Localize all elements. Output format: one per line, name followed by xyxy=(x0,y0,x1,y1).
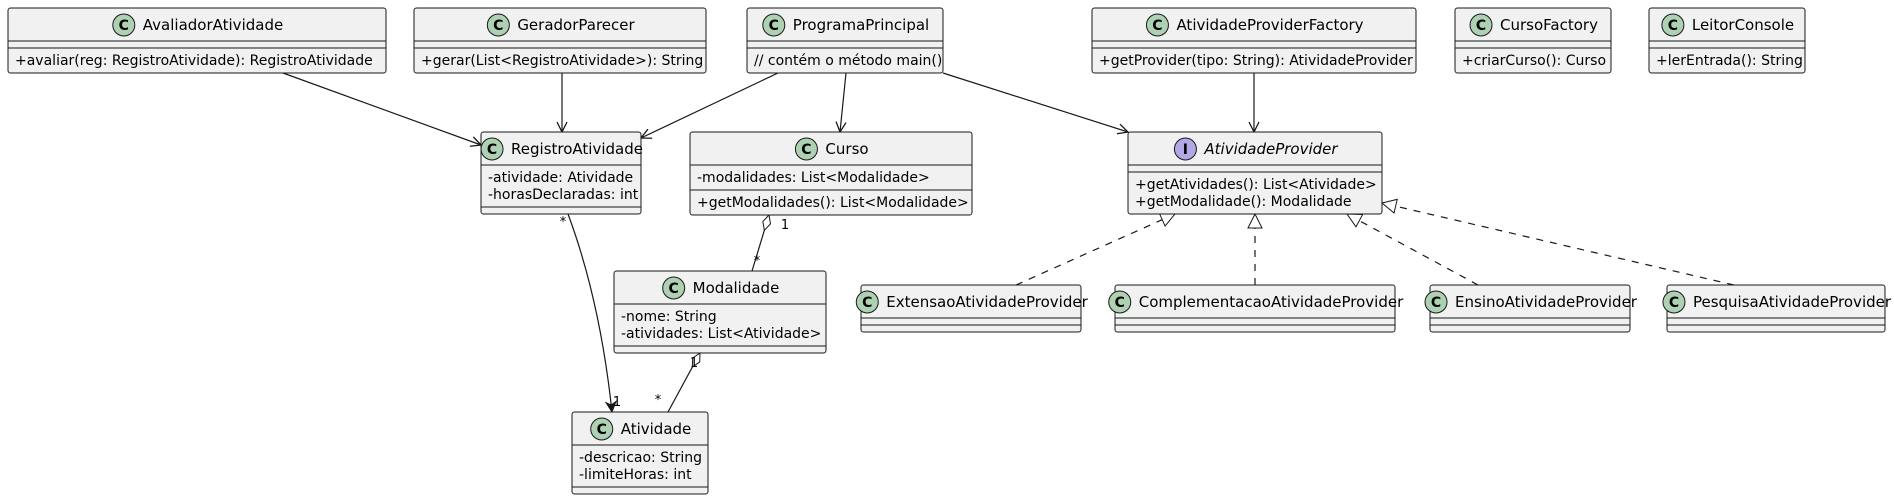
relation-realization xyxy=(1382,203,1735,286)
multiplicity-label: * xyxy=(754,254,761,269)
class-stereotype-icon xyxy=(662,276,686,300)
stereotype-letter: C xyxy=(862,295,872,311)
class-attribute: -limiteHoras: int xyxy=(579,467,692,483)
stereotype-letter: I xyxy=(1183,142,1188,158)
class-box-factory: AtividadeProviderFactory C +getProvider(ti… xyxy=(1091,7,1417,74)
class-method: +lerEntrada(): String xyxy=(1656,53,1803,69)
class-name: CursoFactory xyxy=(1500,16,1598,34)
multiplicity-label: 1 xyxy=(781,218,789,233)
class-attribute: -atividades: List<Atividade> xyxy=(621,326,821,342)
class-stereotype-icon xyxy=(1661,13,1685,37)
class-name: ExtensaoAtividadeProvider xyxy=(886,293,1088,311)
class-box-avaliador: AvaliadorAtividade C +avaliar(reg: Registr… xyxy=(7,7,387,74)
multiplicity-label: 1 xyxy=(613,395,621,410)
stereotype-letter: C xyxy=(669,281,679,297)
class-name: ProgramaPrincipal xyxy=(793,16,929,34)
class-name: EnsinoAtividadeProvider xyxy=(1455,293,1638,311)
class-stereotype-icon xyxy=(112,13,136,37)
relation-dependency xyxy=(942,72,1128,132)
stereotype-letter: C xyxy=(1476,18,1486,34)
class-box-extensao: ExtensaoAtividadeProvider C xyxy=(855,284,1089,333)
class-stereotype-icon xyxy=(1424,290,1448,314)
stereotype-letter: C xyxy=(1152,18,1162,34)
class-box-complementacao: ComplementacaoAtividadeProvider C xyxy=(1108,284,1404,333)
class-box-modalidade: Modalidade C -nome: String-atividades: Lis… xyxy=(613,270,827,354)
class-name: Curso xyxy=(825,140,868,158)
stereotype-letter: C xyxy=(1669,295,1679,311)
class-attribute: -atividade: Atividade xyxy=(488,170,633,186)
relation-aggregation xyxy=(667,353,700,413)
multiplicity-label: * xyxy=(560,215,567,230)
relation-association xyxy=(567,213,612,412)
class-name: AtividadeProviderFactory xyxy=(1176,16,1363,34)
class-stereotype-icon xyxy=(486,13,510,37)
class-box-pesquisa: PesquisaAtividadeProvider C xyxy=(1662,284,1892,333)
class-stereotype-icon xyxy=(1469,13,1493,37)
class-box-gerador: GeradorParecer C +gerar(List<RegistroAtivi… xyxy=(413,7,707,74)
class-stereotype-icon xyxy=(1662,290,1686,314)
relation-aggregation xyxy=(751,215,769,272)
relation-realization xyxy=(1347,214,1479,286)
class-name: ComplementacaoAtividadeProvider xyxy=(1139,293,1404,311)
class-name: PesquisaAtividadeProvider xyxy=(1693,293,1892,311)
stereotype-letter: C xyxy=(119,18,129,34)
relation-dependency xyxy=(641,72,779,138)
class-box-ensino: EnsinoAtividadeProvider C xyxy=(1424,284,1638,333)
stereotype-letter: C xyxy=(769,18,779,34)
class-name: GeradorParecer xyxy=(517,16,635,34)
class-method: // contém o método main() xyxy=(754,53,942,69)
stereotype-letter: C xyxy=(1668,18,1678,34)
class-box-atividade: Atividade C -descricao: String-limiteHoras… xyxy=(571,411,709,495)
class-box-registro: RegistroAtividade C -atividade: Atividade-… xyxy=(480,131,643,215)
class-method: +getAtividades(): List<Atividade> xyxy=(1135,177,1377,193)
class-method: +getModalidades(): List<Modalidade> xyxy=(697,195,969,211)
relation-dependency xyxy=(840,72,847,132)
class-stereotype-icon xyxy=(480,137,504,161)
class-attribute: -horasDeclaradas: int xyxy=(488,187,639,203)
class-method: +getModalidade(): Modalidade xyxy=(1135,194,1352,210)
class-box-curso: Curso C -modalidades: List<Modalidade> +get… xyxy=(689,131,973,216)
class-attribute: -nome: String xyxy=(621,309,717,325)
class-stereotype-icon xyxy=(1108,290,1132,314)
class-name: Modalidade xyxy=(693,279,780,297)
class-box-leitor: LeitorConsole C +lerEntrada(): String xyxy=(1648,7,1806,74)
stereotype-letter: C xyxy=(597,422,607,438)
class-stereotype-icon xyxy=(590,417,614,441)
class-name: Atividade xyxy=(621,420,692,438)
stereotype-letter: C xyxy=(487,142,497,158)
class-attribute: -modalidades: List<Modalidade> xyxy=(697,170,930,186)
interface-stereotype-icon xyxy=(1173,137,1197,161)
relation-realization xyxy=(1015,214,1175,286)
class-stereotype-icon xyxy=(1145,13,1169,37)
class-box-provider: AtividadeProvider I +getAtividades(): List… xyxy=(1127,131,1383,215)
class-method: +avaliar(reg: RegistroAtividade): Regist… xyxy=(15,53,373,69)
class-method: +gerar(List<RegistroAtividade>): String xyxy=(421,53,703,69)
class-name: AtividadeProvider xyxy=(1203,140,1338,158)
class-method: +getProvider(tipo: String): AtividadePro… xyxy=(1099,53,1413,69)
class-stereotype-icon xyxy=(855,290,879,314)
class-name: LeitorConsole xyxy=(1692,16,1794,34)
stereotype-letter: C xyxy=(801,142,811,158)
class-attribute: -descricao: String xyxy=(579,450,702,466)
stereotype-letter: C xyxy=(1431,295,1441,311)
class-stereotype-icon xyxy=(762,13,786,37)
class-name: RegistroAtividade xyxy=(511,140,643,158)
class-box-cursoFactory: CursoFactory C +criarCurso(): Curso xyxy=(1454,7,1612,74)
relation-dependency xyxy=(282,72,481,145)
multiplicity-label: 1 xyxy=(690,356,698,371)
class-stereotype-icon xyxy=(794,137,818,161)
stereotype-letter: C xyxy=(493,18,503,34)
class-method: +criarCurso(): Curso xyxy=(1462,53,1606,69)
stereotype-letter: C xyxy=(1115,295,1125,311)
multiplicity-label: * xyxy=(655,393,662,408)
class-name: AvaliadorAtividade xyxy=(143,16,283,34)
class-box-programa: ProgramaPrincipal C // contém o método mai… xyxy=(746,7,944,74)
